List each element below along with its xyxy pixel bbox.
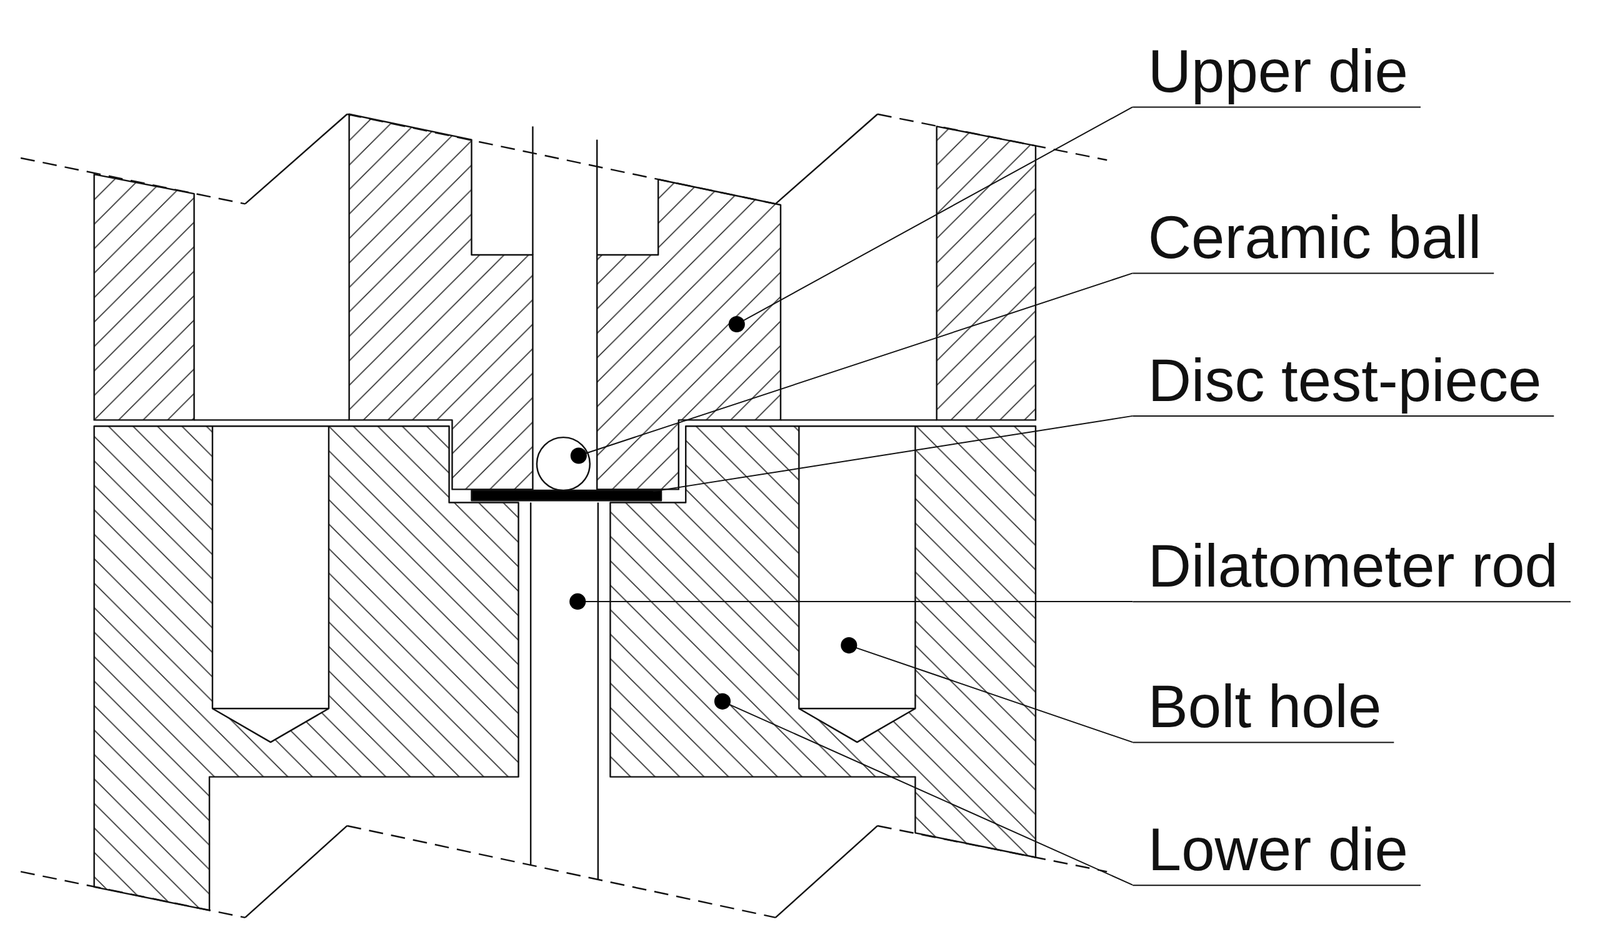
- leader-dot: [570, 447, 587, 464]
- label-underline: [1132, 742, 1394, 744]
- label-underline: [1132, 601, 1571, 603]
- label-underline: [1132, 885, 1421, 887]
- leader-dot: [714, 693, 731, 710]
- label-underline: [1132, 273, 1494, 275]
- bolt-hole-edge: [798, 708, 915, 710]
- part-label: Ceramic ball: [1148, 203, 1482, 272]
- die-edge: [780, 419, 937, 421]
- lower-die-right: [610, 426, 1036, 858]
- leader-line: [577, 106, 1133, 885]
- bore-line: [531, 126, 534, 255]
- upper-die-right: [936, 126, 1036, 420]
- bore-line: [596, 140, 598, 255]
- lower-die-left: [94, 426, 519, 911]
- die-edge: [194, 419, 350, 421]
- part-label: Bolt hole: [1148, 672, 1382, 742]
- part-label: Disc test-piece: [1148, 346, 1542, 415]
- leader-dot: [728, 316, 745, 333]
- part-label: Upper die: [1148, 36, 1409, 106]
- part-label: Dilatometer rod: [1148, 531, 1559, 601]
- break-line: [20, 114, 1107, 919]
- upper-die-left: [94, 174, 195, 420]
- label-underline: [1132, 415, 1554, 417]
- leader-dot: [840, 637, 857, 654]
- ceramic-ball: [536, 437, 590, 491]
- part-label: Lower die: [1148, 815, 1409, 885]
- break-line: [245, 114, 878, 919]
- bolt-hole-edge: [212, 708, 329, 710]
- label-underline: [1132, 106, 1421, 108]
- disc-test-piece: [471, 490, 662, 501]
- leader-dot: [569, 593, 586, 610]
- dilatometer-rod: [530, 503, 599, 881]
